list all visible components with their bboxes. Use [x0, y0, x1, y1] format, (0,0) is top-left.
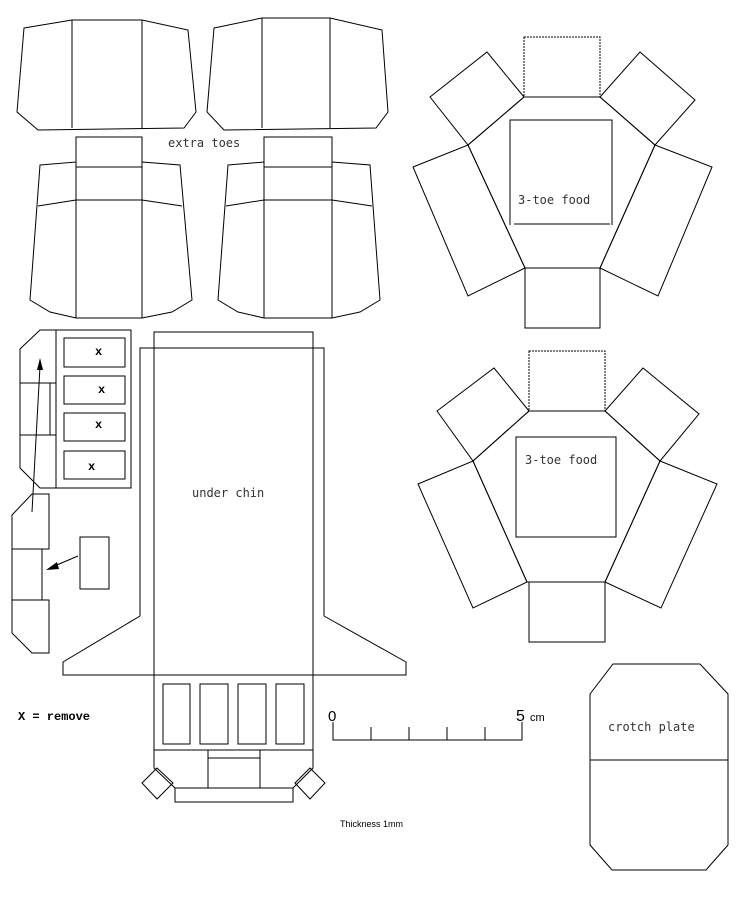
- under-chin-label: under chin: [192, 486, 264, 500]
- crotch-plate-label: crotch plate: [608, 720, 695, 734]
- arrow-icon: [31, 358, 79, 570]
- remove-mark: x: [88, 460, 95, 474]
- remove-mark: x: [95, 418, 102, 432]
- extra-toe-bottom-right: [217, 136, 381, 319]
- scale-unit: cm: [530, 712, 545, 724]
- three-toe-food-2: 3-toe food: [417, 350, 718, 643]
- scale-start: 0: [328, 708, 336, 725]
- food-1-label: 3-toe food: [518, 193, 590, 207]
- extra-toe-top-right: [206, 17, 389, 131]
- remove-legend: X = remove: [18, 710, 90, 724]
- scale-end: 5: [516, 708, 525, 725]
- remove-mark: x: [95, 345, 102, 359]
- under-chin-part: under chin: [62, 331, 407, 803]
- extra-toe-bottom-left: [29, 136, 193, 319]
- extra-toes-label: extra toes: [168, 136, 240, 150]
- thickness-note: Thickness 1mm: [340, 819, 403, 829]
- side-part-upper: x x x x: [19, 329, 132, 489]
- scale-bar: 0 5 cm: [328, 708, 545, 741]
- three-toe-food-1: 3-toe food: [412, 36, 713, 329]
- side-part-lower: [11, 493, 110, 654]
- crotch-plate-part: crotch plate: [589, 663, 729, 871]
- extra-toe-top-left: [16, 19, 197, 131]
- remove-mark: x: [98, 383, 105, 397]
- food-2-label: 3-toe food: [525, 453, 597, 467]
